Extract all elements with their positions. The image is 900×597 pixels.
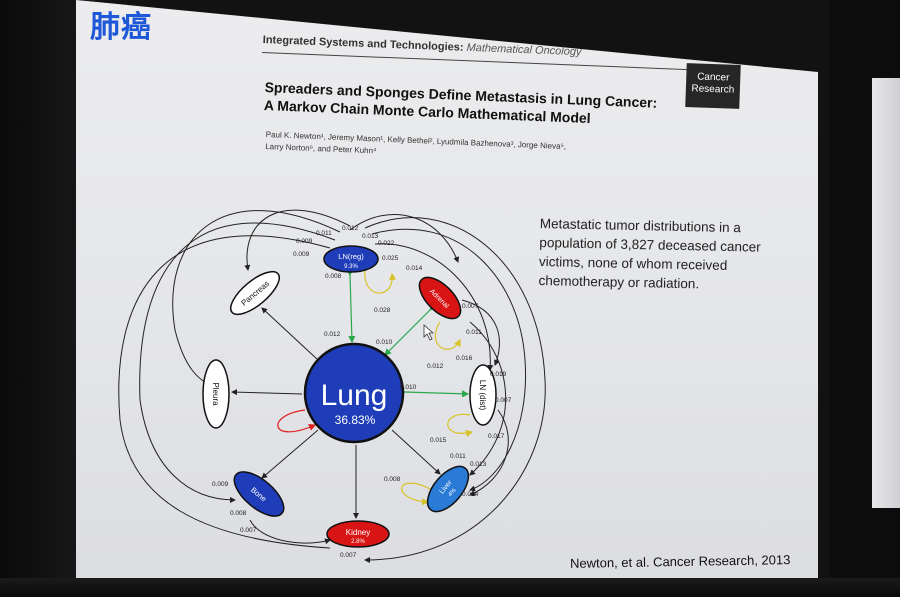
- edge-label: 0.010: [376, 339, 393, 346]
- arc-adrenal-lndist: [461, 299, 500, 366]
- edge-label: 0.008: [325, 273, 342, 280]
- edge-label: 0.019: [490, 371, 507, 378]
- lung-spokes: [231, 307, 441, 519]
- edge-label: 0.013: [362, 233, 379, 240]
- edge-label: 0.007: [462, 303, 479, 310]
- arc-ln-bone: [139, 222, 336, 503]
- node-ln-dist-label: LN (dist): [478, 380, 487, 411]
- node-ln-dist: LN (dist): [469, 364, 497, 426]
- adjacent-screen-edge: [872, 78, 900, 508]
- node-ln-reg-value: 9.3%: [344, 264, 358, 270]
- edge-label: 0.017: [488, 433, 505, 440]
- edge-label: 0.012: [342, 225, 359, 232]
- node-pancreas: Pancreas: [230, 270, 280, 316]
- edge-label: 0.009: [212, 481, 229, 488]
- chinese-title: 肺癌: [90, 10, 152, 45]
- edge-label: 0.008: [230, 510, 247, 517]
- edge-label: 0.007: [340, 552, 357, 559]
- arc-lndist-liver: [469, 409, 509, 496]
- node-pleura-label: Pleura: [211, 382, 220, 406]
- arc-bone-kidney: [249, 519, 331, 545]
- green-adrenal-lung: [384, 303, 437, 356]
- edge-label: 0.016: [456, 355, 473, 362]
- room-floor: [0, 578, 900, 597]
- green-ln-lung: [346, 268, 356, 344]
- edge-label: 0.014: [462, 491, 479, 498]
- node-liver: Liver 4%: [426, 465, 470, 513]
- green-arrows: [346, 268, 470, 398]
- edge-label: 0.009: [296, 238, 313, 245]
- edge-label: 0.012: [324, 331, 341, 338]
- edge-label: 0.012: [427, 363, 444, 370]
- edge-label: 0.014: [406, 265, 423, 272]
- outer-arcs: [118, 209, 546, 563]
- loop-liver: [401, 482, 433, 506]
- node-adrenal: Adrenal: [418, 276, 462, 320]
- spoke-liver: [391, 429, 441, 475]
- spoke-pancreas: [261, 307, 319, 361]
- node-bone: Bone: [233, 471, 285, 517]
- loop-lndist: [447, 413, 474, 437]
- arc-ln-pleura: [172, 210, 341, 386]
- node-lung: Lung 36.83%: [303, 342, 405, 444]
- arc-ln-kidney: [118, 235, 331, 549]
- edge-label: 0.009: [293, 251, 310, 258]
- node-kidney: Kidney 2.8%: [326, 520, 390, 548]
- arc-ln-pancreas: [244, 209, 351, 271]
- edge-label: 0.007: [240, 527, 257, 534]
- edge-labels: 0.011 0.012 0.009 0.013 0.009 0.022 0.02…: [212, 225, 512, 559]
- arc-ln-liver: [371, 228, 527, 492]
- node-pleura: Pleura: [202, 359, 230, 429]
- edge-label: 0.028: [374, 307, 391, 314]
- node-ln-reg: LN(reg) 9.3%: [323, 245, 379, 273]
- loop-adrenal: [434, 321, 461, 350]
- loop-lung: [277, 409, 317, 433]
- edge-label: 0.011: [450, 453, 466, 460]
- spoke-pleura: [231, 389, 303, 396]
- edge-label: 0.025: [382, 255, 399, 262]
- edge-label: 0.011: [316, 230, 332, 237]
- node-liver-value: 4%: [448, 487, 459, 498]
- edge-label: 0.022: [378, 240, 395, 247]
- yellow-loops: [364, 269, 474, 506]
- node-kidney-label: Kidney: [346, 528, 370, 537]
- edge-label: 0.015: [430, 437, 447, 444]
- edge-label: 0.013: [470, 461, 487, 468]
- arc-ln-adrenal: [349, 214, 460, 263]
- node-lung-value: 36.83%: [335, 413, 376, 427]
- arc-adrenal-liver: [469, 321, 507, 476]
- arc-ln-kidney-right: [364, 217, 546, 563]
- arc-ln-lndist: [374, 243, 494, 371]
- spoke-bone: [261, 429, 319, 479]
- node-kidney-value: 2.8%: [351, 539, 365, 545]
- node-lung-label: Lung: [321, 379, 388, 412]
- node-ln-reg-label: LN(reg): [338, 252, 364, 261]
- green-lung-lndist: [398, 388, 470, 398]
- edge-label: 0.010: [400, 384, 417, 391]
- mouse-cursor-icon: [423, 324, 435, 341]
- edge-label: 0.008: [384, 476, 401, 483]
- loop-ln-reg: [364, 269, 397, 294]
- edge-label: 0.011: [466, 329, 482, 336]
- edge-label: 0.007: [495, 397, 512, 404]
